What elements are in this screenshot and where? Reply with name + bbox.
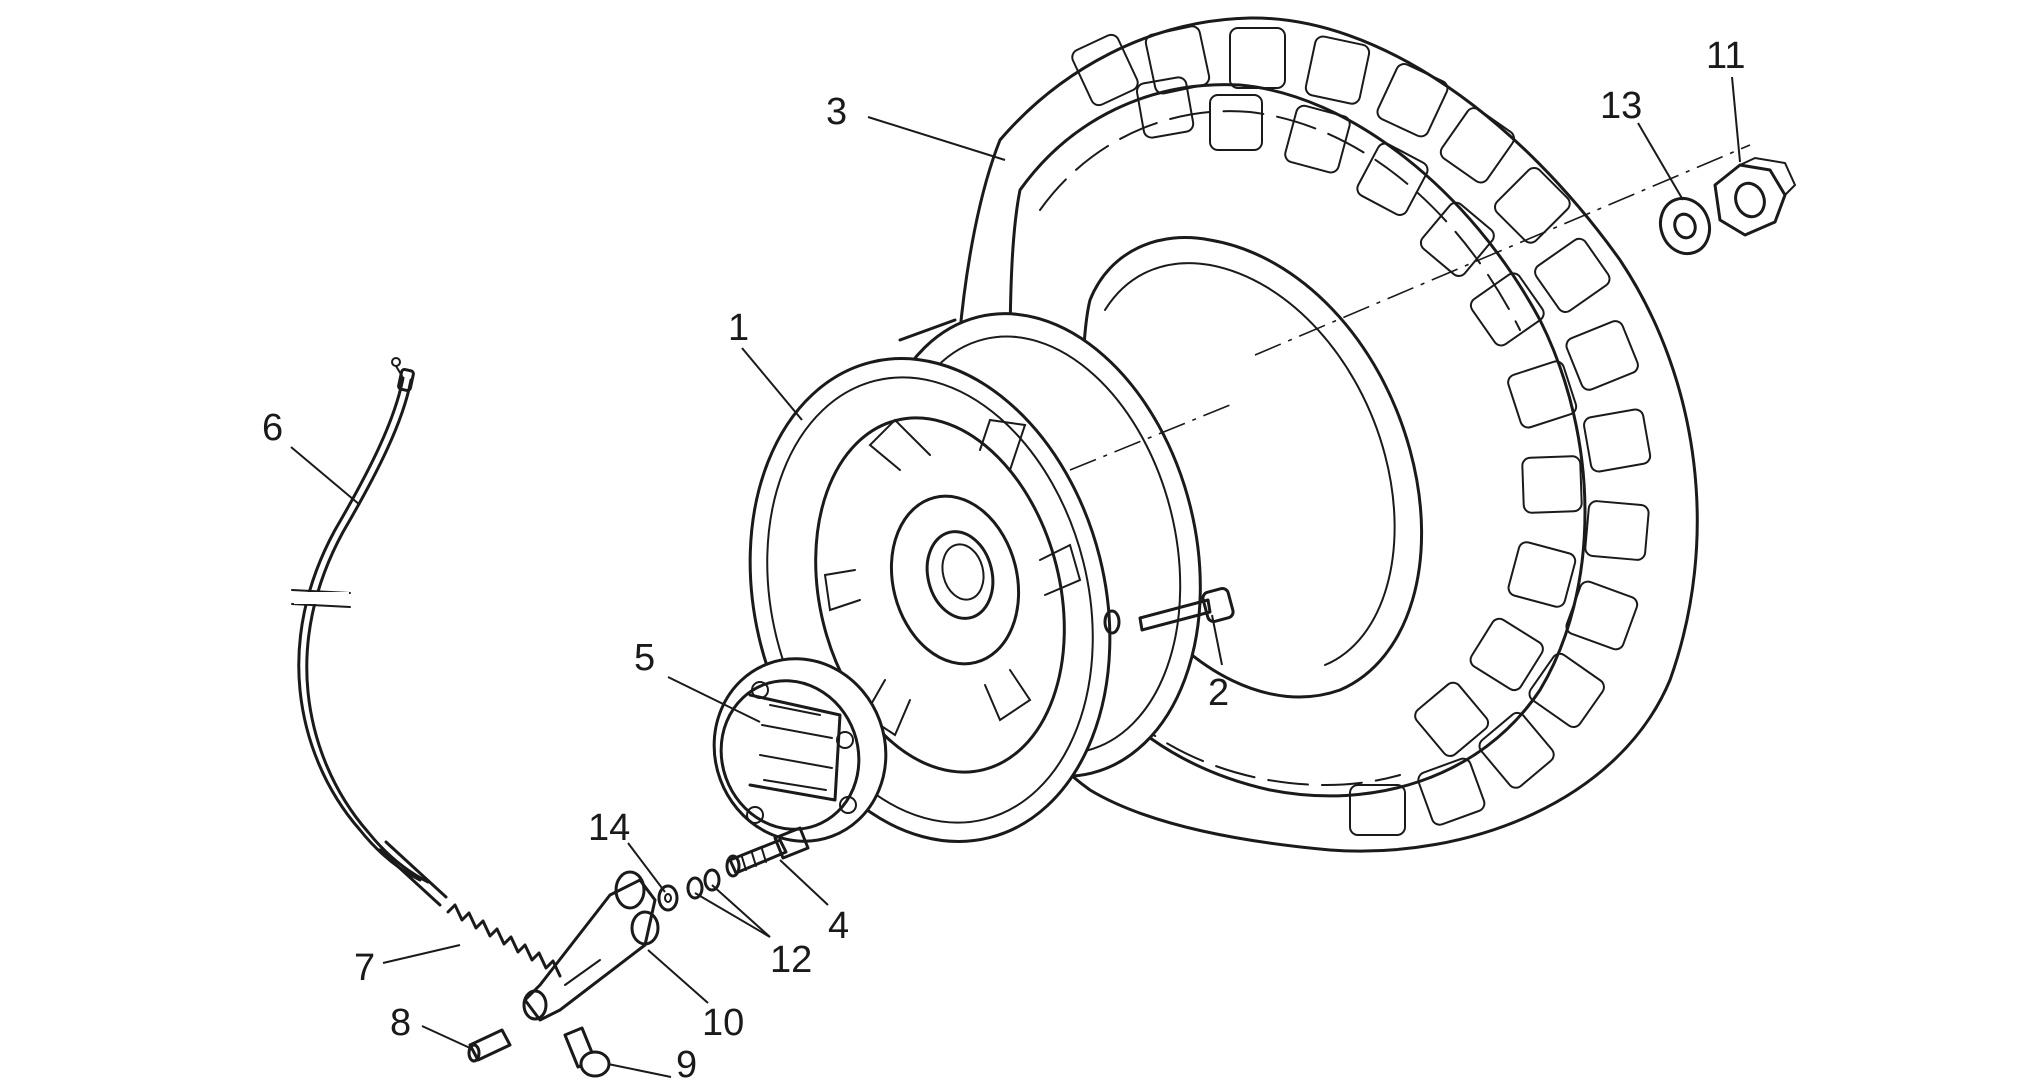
callout-2: 2 [1208,672,1229,714]
callout-4: 4 [828,905,849,947]
part-seals [686,868,721,900]
part-axle-nut [1713,156,1797,237]
part-pin [467,1028,512,1063]
callout-14: 14 [588,807,630,849]
part-brake-cable [291,357,448,907]
callout-5: 5 [634,637,655,679]
callout-12: 12 [770,939,812,981]
callout-9: 9 [676,1044,697,1079]
wheel-axis-line-inner [1069,404,1231,471]
callout-3: 3 [826,91,847,133]
callout-13: 13 [1600,85,1642,127]
part-brake-cam [725,826,810,878]
callout-7: 7 [354,947,375,989]
part-brake-shoes [712,657,888,843]
part-bolt [563,1026,611,1078]
part-axle-washer [1658,196,1712,256]
part-tire [952,16,1699,853]
leader-lines [290,76,1741,1078]
part-valve [1103,586,1235,635]
callout-1: 1 [728,307,749,349]
part-spring [446,903,562,978]
wheel-axis-line [1254,144,1751,356]
part-brake-lever [522,870,660,1022]
callout-8: 8 [390,1002,411,1044]
callout-11: 11 [1706,35,1745,77]
part-washer [657,884,679,912]
callout-10: 10 [702,1002,744,1044]
callout-6: 6 [262,407,283,449]
